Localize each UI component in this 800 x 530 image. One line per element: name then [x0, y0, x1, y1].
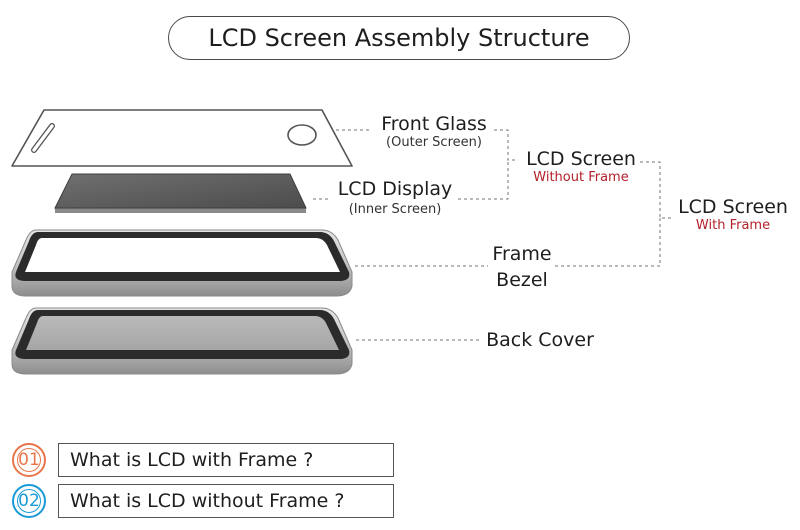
faq-question-box[interactable]: What is LCD without Frame ? — [58, 484, 394, 518]
lcd-display-label: LCD Display (Inner Screen) — [338, 178, 453, 217]
connector-lines — [313, 129, 673, 341]
number-badge-01: 01 — [12, 443, 46, 477]
faq-question-text: What is LCD without Frame ? — [70, 490, 345, 512]
faq-question-text: What is LCD with Frame ? — [70, 449, 314, 471]
faq-number: 02 — [18, 491, 40, 511]
frame-title: Frame — [492, 243, 552, 265]
title-pill: LCD Screen Assembly Structure — [168, 16, 630, 60]
front-glass-title: Front Glass — [381, 113, 487, 135]
lcd-with-frame-label: LCD Screen With Frame — [678, 196, 788, 233]
front-glass-layer — [11, 109, 353, 167]
page-title: LCD Screen Assembly Structure — [208, 24, 590, 52]
faq-item-2[interactable]: 02 What is LCD without Frame ? — [12, 484, 394, 518]
front-glass-label: Front Glass (Outer Screen) — [381, 113, 487, 150]
lcd-without-frame-title: LCD Screen — [526, 148, 636, 170]
lcd-display-layer — [54, 173, 307, 213]
lcd-display-title: LCD Display — [337, 178, 453, 200]
lcd-with-frame-subtitle: With Frame — [695, 218, 771, 233]
faq-question-box[interactable]: What is LCD with Frame ? — [58, 443, 394, 477]
back-cover-title: Back Cover — [486, 329, 594, 351]
lcd-display-subtitle: (Inner Screen) — [348, 202, 442, 217]
faq-item-1[interactable]: 01 What is LCD with Frame ? — [12, 443, 394, 477]
back-cover-label: Back Cover — [486, 329, 594, 351]
bezel-title: Bezel — [496, 269, 548, 291]
lcd-without-frame-subtitle: Without Frame — [533, 170, 629, 185]
back-cover-layer — [11, 307, 353, 375]
front-glass-subtitle: (Outer Screen) — [386, 135, 482, 150]
frame-bezel-layer — [11, 229, 353, 297]
lcd-without-frame-label: LCD Screen Without Frame — [526, 148, 636, 185]
lcd-with-frame-title: LCD Screen — [678, 196, 788, 218]
frame-bezel-label: Frame Bezel — [492, 243, 551, 291]
number-badge-02: 02 — [12, 484, 46, 518]
faq-number: 01 — [18, 450, 40, 470]
